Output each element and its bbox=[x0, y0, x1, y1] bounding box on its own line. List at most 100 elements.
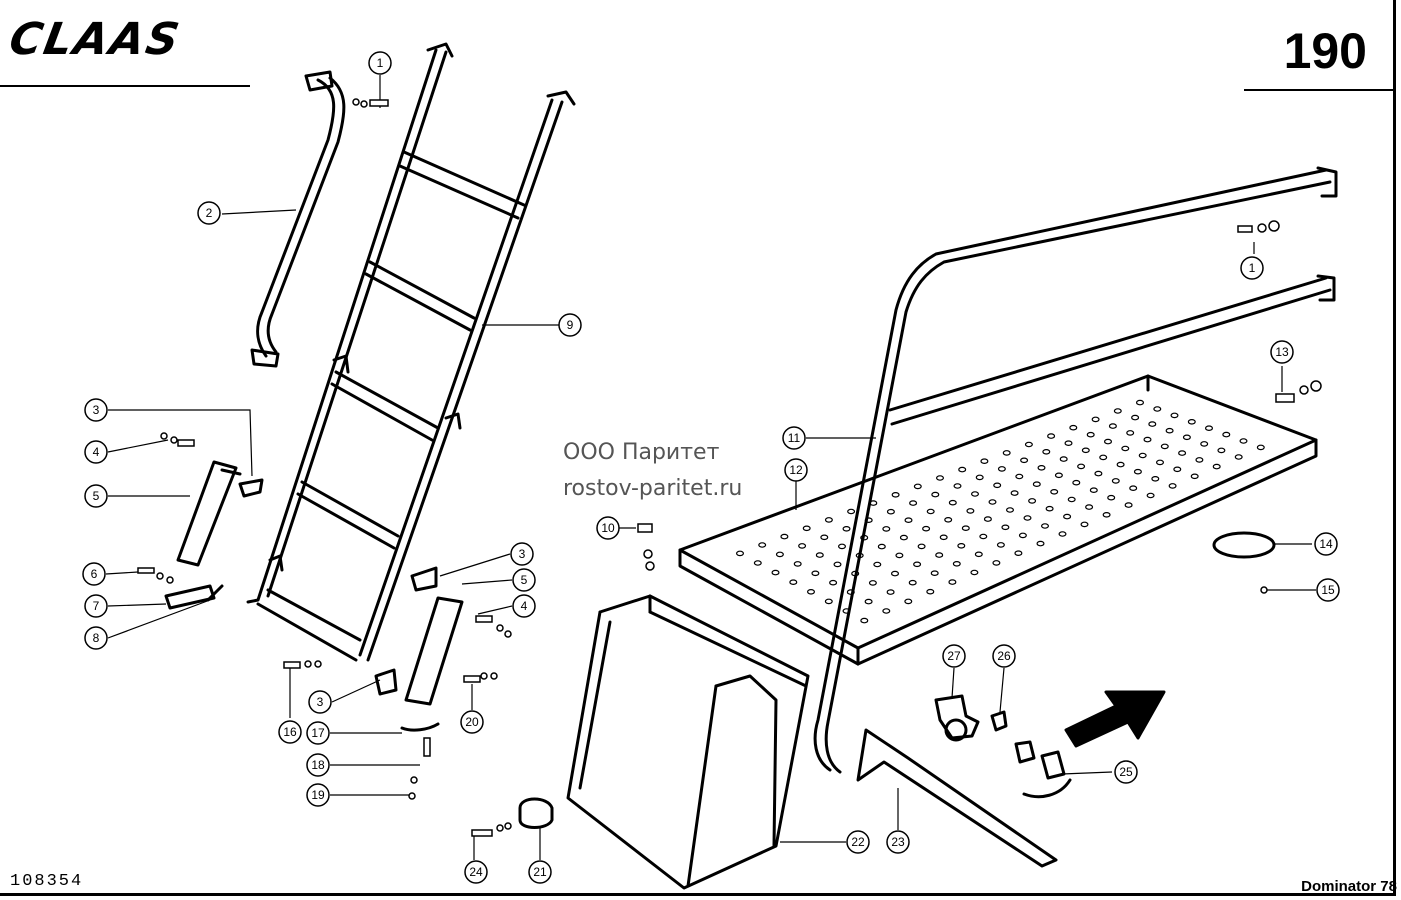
perforation-hole bbox=[904, 517, 913, 524]
perforation-hole bbox=[1063, 513, 1072, 520]
perforation-hole bbox=[824, 598, 833, 605]
perforation-hole bbox=[869, 500, 878, 506]
perforation-hole bbox=[1160, 443, 1169, 450]
callout-12: 12 bbox=[789, 463, 803, 477]
callout-22-circle bbox=[846, 830, 870, 854]
callout-17-circle bbox=[306, 721, 330, 745]
perforation-hole bbox=[1023, 515, 1032, 521]
perforation-hole bbox=[944, 516, 953, 523]
perforation-hole bbox=[780, 533, 789, 540]
perforation-hole bbox=[1108, 423, 1117, 429]
callout-11: 11 bbox=[788, 431, 801, 445]
perforation-hole bbox=[1054, 472, 1063, 479]
perforation-hole bbox=[842, 608, 851, 614]
callout-26-circle bbox=[992, 644, 1016, 668]
perforation-hole bbox=[833, 561, 842, 568]
perforation-hole bbox=[1045, 505, 1054, 512]
perforation-hole bbox=[798, 543, 807, 549]
clamp-part bbox=[518, 797, 554, 829]
watermark-company: ООО Паритет bbox=[563, 440, 720, 465]
callout-16-circle bbox=[278, 720, 302, 744]
perforation-hole bbox=[855, 552, 864, 559]
perforation-hole bbox=[886, 508, 895, 515]
perforation-hole bbox=[1064, 440, 1073, 447]
perforation-hole bbox=[1129, 485, 1138, 492]
callout-9-circle bbox=[558, 313, 582, 337]
callout-3: 3 bbox=[93, 403, 100, 417]
perforation-hole bbox=[993, 482, 1002, 489]
perforation-hole bbox=[882, 526, 891, 532]
perforation-hole bbox=[1001, 524, 1010, 531]
callout-3-circle bbox=[308, 690, 332, 714]
perforation-hole bbox=[1072, 479, 1081, 486]
callout-24: 24 bbox=[469, 865, 483, 879]
perforation-hole bbox=[1212, 463, 1221, 470]
perforation-hole bbox=[1146, 492, 1155, 499]
perforation-hole bbox=[1256, 444, 1265, 451]
middle-bracket-group bbox=[374, 566, 464, 732]
callout-16: 16 bbox=[283, 725, 297, 739]
callout-1-circle bbox=[368, 51, 392, 75]
perforation-hole bbox=[992, 560, 1001, 566]
callout-5-circle bbox=[512, 568, 536, 592]
handle-part bbox=[250, 70, 346, 368]
perforation-hole bbox=[864, 598, 873, 605]
callout-3-circle bbox=[510, 542, 534, 566]
callout-2: 2 bbox=[206, 206, 213, 220]
perforation-hole bbox=[908, 579, 917, 586]
perforation-hole bbox=[975, 474, 984, 481]
callout-4-circle bbox=[512, 594, 536, 618]
toolbox-part bbox=[566, 594, 810, 890]
perforation-hole bbox=[775, 551, 784, 558]
perforation-hole bbox=[1155, 459, 1164, 466]
perforation-hole bbox=[793, 561, 802, 567]
callout-20-circle bbox=[460, 710, 484, 734]
perforation-hole bbox=[1099, 454, 1108, 461]
left-bracket-group bbox=[164, 460, 264, 610]
callout-18: 18 bbox=[311, 758, 325, 772]
perforation-hole bbox=[980, 458, 989, 465]
perforation-hole bbox=[935, 552, 944, 558]
perforation-hole bbox=[1170, 412, 1179, 419]
perforation-hole bbox=[1187, 418, 1196, 425]
perforation-hole bbox=[1089, 487, 1098, 494]
perforation-hole bbox=[1126, 430, 1135, 436]
ladder-part bbox=[246, 42, 576, 662]
perforation-hole bbox=[1058, 531, 1067, 537]
perforation-hole bbox=[983, 516, 992, 522]
perforation-hole bbox=[895, 552, 904, 559]
perforation-hole bbox=[1040, 523, 1049, 529]
callout-3: 3 bbox=[317, 695, 324, 709]
callout-1-circle bbox=[1240, 256, 1264, 280]
perforation-hole bbox=[735, 550, 744, 557]
perforation-hole bbox=[753, 560, 762, 566]
callout-6-circle bbox=[82, 562, 106, 586]
perforation-hole bbox=[1168, 483, 1177, 489]
callout-14: 14 bbox=[1319, 537, 1333, 551]
perforation-hole bbox=[957, 542, 966, 549]
callout-4: 4 bbox=[521, 599, 528, 613]
callout-14-circle bbox=[1314, 532, 1338, 556]
perforation-hole bbox=[1165, 427, 1174, 434]
callout-22: 22 bbox=[851, 835, 865, 849]
perforation-hole bbox=[1133, 468, 1142, 475]
callout-6: 6 bbox=[91, 567, 98, 581]
callout-11-circle bbox=[782, 426, 806, 450]
callout-21-circle bbox=[528, 860, 552, 884]
callout-1: 1 bbox=[1249, 261, 1256, 275]
perforation-hole bbox=[806, 588, 815, 595]
perforation-hole bbox=[988, 499, 997, 505]
callout-4: 4 bbox=[93, 445, 100, 459]
perforation-hole bbox=[899, 534, 908, 541]
direction-arrow bbox=[1064, 690, 1166, 748]
callout-24-circle bbox=[464, 860, 488, 884]
perforation-hole bbox=[1080, 521, 1089, 528]
perforation-hole bbox=[1018, 532, 1027, 539]
page-number: 190 bbox=[1283, 23, 1367, 79]
callout-23: 23 bbox=[891, 835, 905, 849]
callout-8-circle bbox=[84, 626, 108, 650]
perforation-hole bbox=[1195, 457, 1204, 463]
perforation-hole bbox=[890, 570, 899, 577]
